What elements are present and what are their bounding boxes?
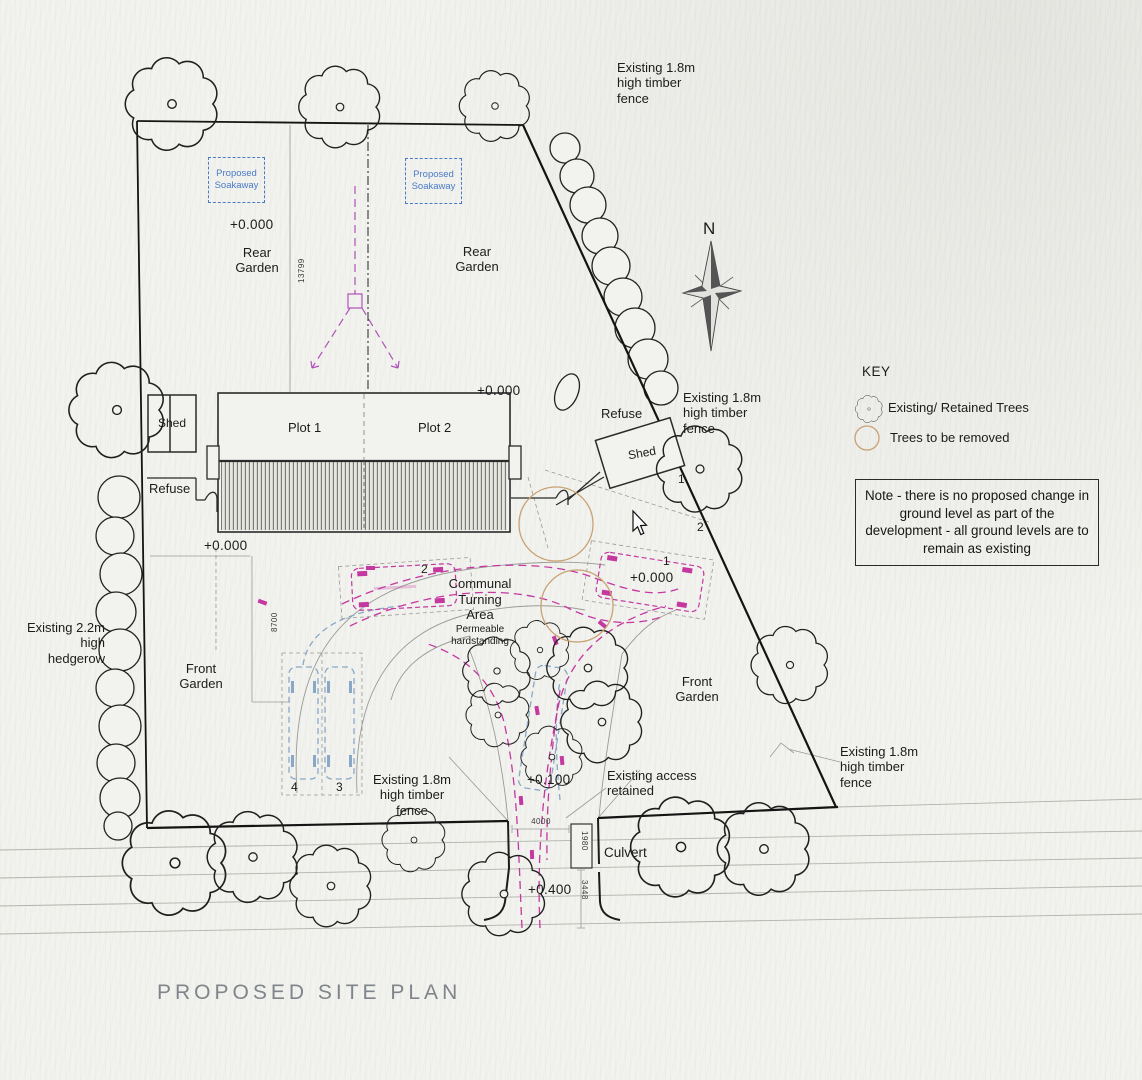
tree-icon [465,682,530,748]
tree-icon [560,680,643,764]
label-compass-n: N [703,219,716,238]
key-title: KEY [862,364,891,379]
dim-13799: 13799 [297,258,306,283]
tree-icon [716,801,810,897]
access-road [483,817,621,921]
tree-icon [750,625,829,705]
cursor-icon [632,509,648,536]
label-rear-garden-left: Rear Garden [235,245,279,276]
culvert-symbol [570,823,593,869]
label-plot-2: Plot 2 [418,420,452,435]
drawing-title: PROPOSED SITE PLAN [157,981,462,1004]
label-rear-garden-right: Rear Garden [455,244,499,275]
tree-number-2: 2 [697,520,704,534]
compass-icon [681,240,743,352]
soakaway-box-2: Proposed Soakaway [405,158,462,204]
level-datum-4: +0.000 [630,570,674,585]
label-fence-mid-right: Existing 1.8m high timber fence [683,390,762,436]
parking-car-wheels [291,681,352,767]
label-refuse-left: Refuse [149,481,191,496]
dim-8700: 8700 [270,612,279,632]
key-item-removed-trees: Trees to be removed [890,430,1010,445]
label-front-garden-left: Front Garden [179,661,223,692]
swept-path-car-bay1 [595,551,705,613]
label-refuse-right: Refuse [601,406,643,421]
level-plus400: +0.400 [528,882,572,897]
bay-number-4: 4 [291,780,298,794]
bay-number-2: 2 [421,562,428,576]
dim-1980: 1980 [580,831,589,851]
ground-level-note: Note - there is no proposed change in gr… [855,479,1099,566]
soakaway-box-1: Proposed Soakaway [208,157,265,203]
level-datum-2: +0.000 [477,383,521,398]
tree-icon [458,70,530,142]
retained-tree-icon [855,395,883,423]
label-culvert: Culvert [604,845,647,860]
tree-icon [509,620,570,680]
tree-icon [298,65,381,149]
porch-right [508,445,522,480]
swept-path-car-bay2 [350,563,458,611]
building-outline [206,392,522,533]
level-plus100: +0.100 [527,772,571,787]
soakaway-label: Proposed Soakaway [214,168,259,191]
label-existing-access: Existing access retained [607,768,697,799]
turning-track-edges [295,561,677,821]
bay-number-3: 3 [336,780,343,794]
drainage-line [310,186,400,369]
hedgerow-left [95,475,143,841]
left-shed [147,394,197,453]
swept-path-wheel-marks [257,566,608,860]
label-permeable-hardstanding: Permeable hardstanding [451,624,509,647]
level-datum-3: +0.000 [204,538,248,553]
removed-tree-icon [518,486,594,562]
level-datum-1: +0.000 [230,217,274,232]
key-item-retained-trees: Existing/ Retained Trees [888,400,1029,415]
tree-number-1: 1 [678,472,685,486]
bay-number-1: 1 [663,554,670,568]
label-communal-turning-area: Communal Turning Area [448,576,512,623]
label-fence-bottom: Existing 1.8m high timber fence [372,772,452,818]
removed-trees-group [518,486,614,643]
tree-icon [124,56,218,152]
label-fence-top: Existing 1.8m high timber fence [617,60,696,106]
label-hedgerow: Existing 2.2m high hedgerow [26,620,105,666]
parking-cars-group [288,605,568,801]
label-front-garden-right: Front Garden [675,674,719,705]
removed-tree-icon [854,425,880,451]
hedgerow-top-right [549,132,679,411]
label-shed-left: Shed [157,416,187,430]
construction-lines [150,125,841,929]
removed-tree-icon [540,569,614,643]
right-shed [594,416,686,490]
label-plot-1: Plot 1 [288,420,322,435]
soakaway-label: Proposed Soakaway [411,169,456,192]
tree-icon [289,844,372,928]
refuse-fence-lines [147,471,605,512]
dim-3448: 3448 [580,880,589,900]
porch-left [206,445,220,480]
legend-symbols [854,395,883,451]
label-fence-right: Existing 1.8m high timber fence [840,744,919,790]
dim-4000: 4000 [531,817,551,826]
